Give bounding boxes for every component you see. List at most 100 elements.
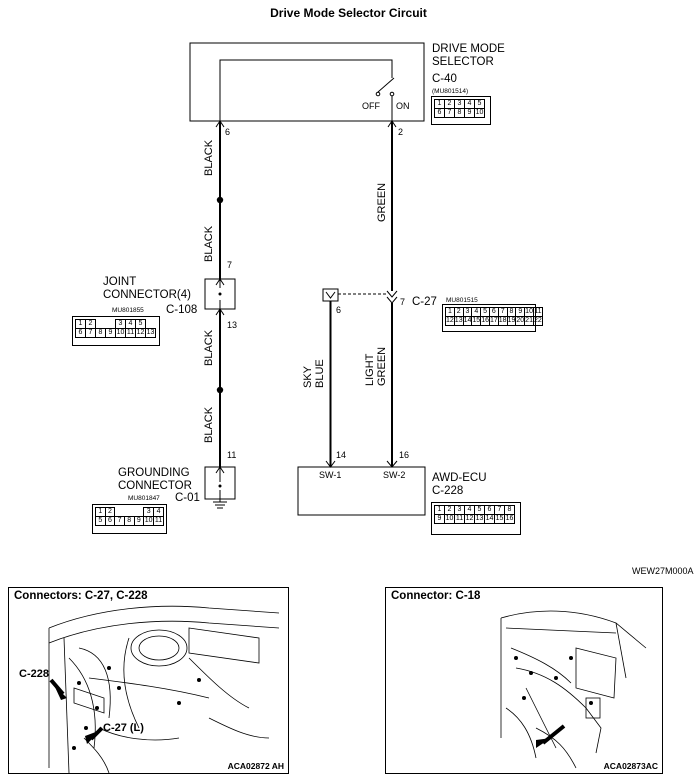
connector-pin-cell: 8	[504, 505, 515, 515]
connector-pin-cell: 14	[462, 316, 473, 326]
arrow-sel-left	[215, 120, 225, 128]
ecu-pin-14: 14	[336, 450, 347, 460]
c27-label: C-27	[412, 296, 437, 308]
connector-pin-cell: 5	[474, 99, 485, 109]
connector-pin-cell: 8	[95, 328, 106, 338]
dashboard-illustration-right	[500, 610, 647, 769]
connector-pin-cell: 7	[497, 307, 508, 317]
connector-pin-cell: 5	[474, 505, 485, 515]
connector-location-panel-right: Connector: C-18 ACA02873AC	[385, 587, 663, 774]
wire-label-black-1: BLACK	[203, 139, 215, 176]
connector-pin-cell: 10	[143, 516, 155, 526]
connector-pin-cell: 4	[153, 507, 164, 517]
connector-pin-cell: 9	[105, 328, 116, 338]
connector-pin-cell: 12	[135, 328, 146, 338]
selector-internal-line	[219, 59, 393, 121]
c27-pin-7: 7	[400, 297, 406, 307]
wire-label-light-green: GREEN	[376, 346, 388, 386]
connector-pin-cell: 2	[104, 507, 116, 517]
connector-pin-cell: 2	[444, 99, 455, 109]
c40-label: C-40	[432, 73, 457, 85]
connector-pin-cell: 10	[115, 328, 126, 338]
connector-pin-cell: 4	[471, 307, 482, 317]
switch-on-label: ON	[396, 101, 410, 111]
connector-pin-cell: 20	[515, 316, 526, 326]
connector-pin-cell: 11	[532, 307, 543, 317]
panel-right-code: ACA02873AC	[603, 761, 658, 771]
selector-pin-2: 2	[398, 127, 404, 137]
wire-label-black-3: BLACK	[203, 329, 215, 366]
ecu-sw2: SW-2	[383, 470, 406, 480]
splice-2	[216, 386, 224, 394]
c108-part-no: MU801855	[112, 307, 144, 314]
wire-label-green: GREEN	[376, 182, 388, 222]
connector-pin-cell: 10	[474, 108, 485, 118]
connector-pin-cell: 9	[464, 108, 475, 118]
connector-pin-cell: 5	[95, 516, 106, 526]
connector-pin-cell	[124, 508, 134, 517]
callout-c27: C-27 (L)	[103, 722, 144, 734]
callout-c228: C-228	[19, 668, 49, 680]
connector-pin-cell: 6	[488, 307, 499, 317]
connector-pin-cell	[106, 320, 116, 329]
connector-pin-cell: 11	[125, 328, 136, 338]
connector-pin-cell	[115, 508, 125, 517]
connector-pin-cell: 1	[445, 307, 455, 317]
connector-pin-cell	[96, 320, 106, 329]
connector-pin-cell: 7	[494, 505, 505, 515]
connector-pin-cell: 5	[480, 307, 490, 317]
connector-location-panel-left: Connectors: C-27, C-228 C-228 C-27 (L) A…	[8, 587, 289, 774]
awd-ecu-label: AWD-ECU	[432, 472, 487, 484]
panel-left-title: Connectors: C-27, C-228	[14, 590, 148, 602]
panel-left-code: ACA02872 AH	[227, 761, 284, 771]
connector-pin-cell: 10	[444, 514, 455, 524]
c108-label: C-108	[166, 304, 198, 316]
connector-pin-cell: 17	[488, 316, 499, 326]
switch-blade	[377, 77, 395, 93]
ground-pin-11: 11	[227, 450, 237, 460]
connector-pin-cell: 6	[104, 516, 116, 526]
c27-pin6-block	[322, 288, 339, 302]
connector-pin-cell: 15	[471, 316, 482, 326]
connector-pin-cell: 1	[434, 99, 445, 109]
connector-pin-cell: 13	[474, 514, 485, 524]
connector-pin-cell: 2	[453, 307, 464, 317]
connector-pin-cell: 2	[85, 319, 96, 329]
connector-pin-cell: 16	[504, 514, 515, 524]
diagram-code: WEW27M000A	[632, 566, 694, 576]
connector-pin-cell: 13	[145, 328, 156, 338]
connector-pin-cell: 1	[75, 319, 86, 329]
joint-connector-label: JOINT CONNECTOR(4)	[103, 276, 191, 301]
connector-pin-cell: 15	[494, 514, 505, 524]
ecu-pin-16: 16	[399, 450, 410, 460]
connector-pin-cell: 4	[464, 505, 475, 515]
connector-pin-cell: 12	[445, 316, 455, 326]
drive-mode-selector-label: DRIVE MODE SELECTOR	[432, 43, 505, 68]
c01-part-no: MU801847	[128, 495, 160, 502]
panel-right-title: Connector: C-18	[391, 590, 481, 602]
wire-label-black-2: BLACK	[203, 225, 215, 262]
connector-pin-cell: 7	[444, 108, 455, 118]
connector-pin-cell: 3	[454, 505, 465, 515]
connector-pin-cell: 1	[95, 507, 106, 517]
connector-pin-cell: 8	[506, 307, 517, 317]
grounding-connector-label: GROUNDING CONNECTOR	[118, 467, 192, 492]
connector-pin-cell: 10	[524, 307, 534, 317]
joint-pin-13: 13	[227, 320, 238, 330]
dashboard-illustration-left	[48, 605, 280, 773]
wire-label-sky: SKY	[302, 365, 314, 388]
c01-label: C-01	[175, 492, 200, 504]
wire-label-black-4: BLACK	[203, 406, 215, 443]
c228-label: C-228	[432, 485, 464, 497]
connector-pin-cell: 19	[506, 316, 517, 326]
connector-pin-cell: 11	[454, 514, 465, 524]
connector-pin-cell: 11	[153, 516, 164, 526]
connector-pin-cell: 7	[114, 516, 125, 526]
c27-part-no: MU801515	[446, 297, 478, 304]
connector-pin-cell: 22	[532, 316, 543, 326]
